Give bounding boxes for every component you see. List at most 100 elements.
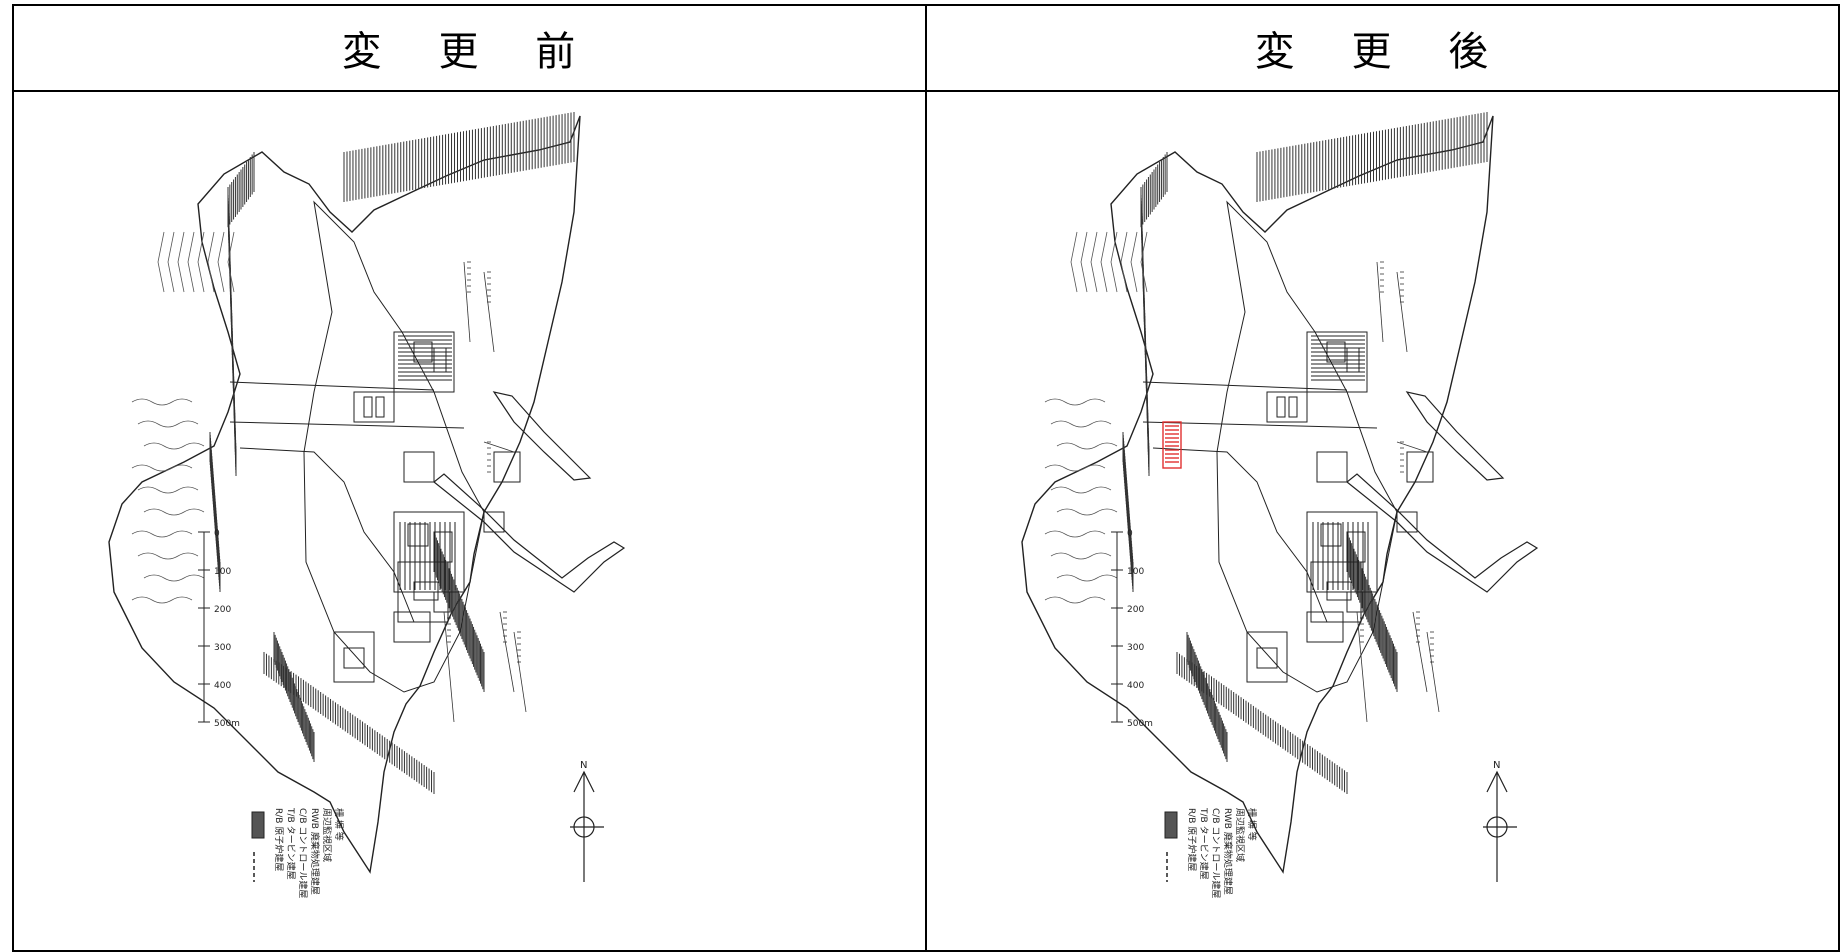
compass-circle	[1486, 816, 1508, 838]
building-block	[1396, 511, 1418, 533]
legend-item-rb: R/B 原子炉建屋	[273, 808, 285, 871]
shoreline-mark	[177, 231, 185, 293]
north-arrow: N	[570, 760, 604, 882]
shoreline-mark	[187, 231, 195, 293]
shoreline-mark	[227, 231, 235, 293]
site-boundary	[108, 115, 581, 874]
inner-boundary	[1216, 200, 1398, 693]
building-block	[407, 523, 429, 547]
changed-area-highlight	[1162, 421, 1182, 469]
building-block	[1246, 631, 1288, 683]
building-block	[413, 581, 439, 601]
legend-item-cb: C/B コントロール建屋	[297, 808, 309, 898]
building-block	[1306, 611, 1344, 643]
shoreline-mark	[157, 231, 165, 293]
scale-tick-label: 400	[214, 681, 231, 691]
wave-line	[137, 552, 199, 560]
wave-line	[131, 464, 193, 472]
legend-item-rwb: RWB 廃棄物処理建屋	[1222, 808, 1234, 895]
roads	[229, 381, 465, 623]
callout-line	[463, 261, 471, 343]
site-plan	[108, 112, 626, 874]
south-breakwater	[1346, 473, 1539, 593]
wave-line	[1044, 530, 1106, 538]
shoreline-mark	[197, 231, 205, 293]
wave-line	[1050, 420, 1112, 428]
after-header: 変 更 後	[925, 4, 1840, 92]
wave-line	[143, 574, 205, 582]
scale-tick-label: 200	[1127, 605, 1144, 615]
building-block	[393, 611, 431, 643]
callout-line	[1376, 261, 1384, 343]
north-breakwater	[492, 391, 592, 481]
scale-tick-label: 200	[214, 605, 231, 615]
building-clusters	[333, 331, 521, 683]
shoreline-mark	[167, 231, 175, 293]
building-block	[433, 591, 451, 613]
callout-line	[443, 611, 455, 723]
site-boundary	[1021, 115, 1494, 874]
building-block	[493, 451, 521, 483]
callout-line	[1426, 631, 1440, 713]
legend-item-cb: C/B コントロール建屋	[1210, 808, 1222, 898]
building-block	[1306, 511, 1378, 593]
shoreline-mark	[1080, 231, 1088, 293]
wave-line	[1056, 508, 1118, 516]
site-plan	[1021, 112, 1539, 874]
callout-line	[1396, 441, 1428, 453]
wave-line	[1050, 486, 1112, 494]
legend-swatch-zone	[1164, 811, 1178, 839]
callout-labels	[443, 261, 527, 723]
legend-item-rb: R/B 原子炉建屋	[1186, 808, 1198, 871]
building-block	[1316, 451, 1348, 483]
scale-tick-label: 300	[1127, 643, 1144, 653]
coastline	[1044, 231, 1148, 604]
scale-tick-label: 0	[1127, 529, 1133, 539]
scale-tick-label: 100	[214, 567, 231, 577]
building-block	[343, 647, 365, 669]
building-block	[1346, 591, 1364, 613]
callout-line	[483, 441, 515, 453]
north-label: N	[580, 760, 587, 771]
building-block	[363, 396, 373, 418]
scale-tick-label: 100	[1127, 567, 1144, 577]
wave-line	[137, 420, 199, 428]
north-pointer	[1486, 770, 1508, 793]
building-block	[393, 331, 455, 393]
building-block	[1320, 523, 1342, 547]
legend-item-zone: 周辺監視区域	[1234, 808, 1246, 862]
wave-line	[131, 398, 193, 406]
building-block	[1326, 581, 1352, 601]
building-block	[1256, 647, 1278, 669]
shoreline-mark	[217, 231, 225, 293]
callout-line	[1412, 611, 1428, 693]
south-breakwater	[433, 473, 626, 593]
legend-item-tb: T/B タービン建屋	[285, 807, 297, 880]
callout-line	[1356, 611, 1368, 723]
north-breakwater	[1405, 391, 1505, 481]
north-label: N	[1493, 760, 1500, 771]
scale-tick-label: 0	[214, 529, 220, 539]
compass-circle	[573, 816, 595, 838]
shoreline-mark	[1090, 231, 1098, 293]
callout-labels	[1356, 261, 1440, 723]
wave-line	[137, 486, 199, 494]
shoreline-mark	[1110, 231, 1118, 293]
wave-line	[1044, 398, 1106, 406]
callout-line	[1396, 271, 1408, 353]
building-block	[1266, 391, 1308, 423]
changed-area-outline	[1162, 421, 1182, 469]
wave-line	[1044, 464, 1106, 472]
legend-item-rwb: RWB 廃棄物処理建屋	[309, 808, 321, 895]
shoreline-mark	[1140, 231, 1148, 293]
